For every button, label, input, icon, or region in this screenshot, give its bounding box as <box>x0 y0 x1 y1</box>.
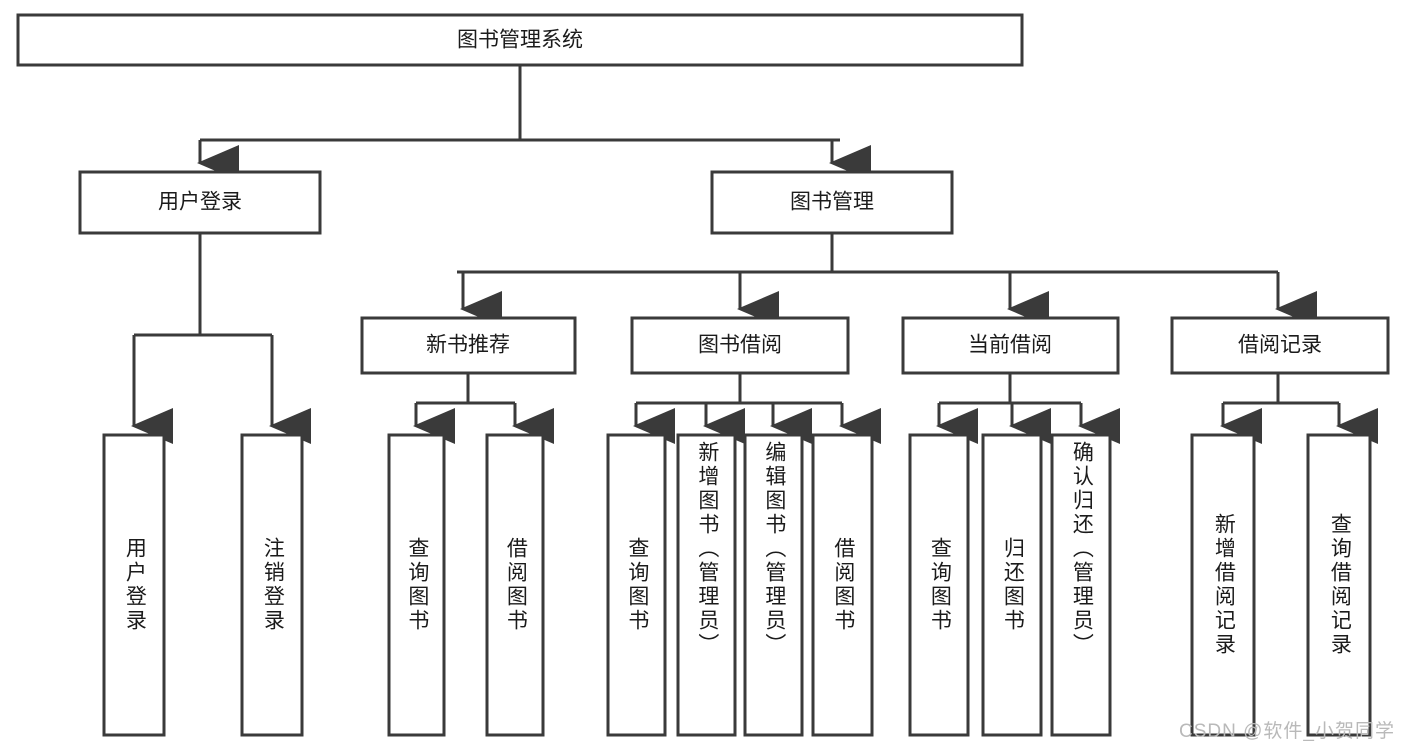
node-root-label: 图书管理系统 <box>457 29 583 52</box>
connector-book-mgmt-to-level3 <box>457 233 1317 327</box>
connector-borrow-record-to-leaves <box>1220 373 1378 444</box>
connector-book-borrow-to-leaves <box>633 373 881 444</box>
node-current-borrow-label: 当前借阅 <box>968 334 1052 357</box>
connector-new-book-to-leaves <box>413 373 554 444</box>
node-user-login-label: 用户登录 <box>158 191 242 214</box>
leaf-box-borrow-book[interactable] <box>811 433 874 737</box>
leaf-box-query-borrow-record[interactable] <box>1306 433 1372 737</box>
node-book-borrow[interactable]: 图书借阅 <box>630 316 850 375</box>
connector-root-to-level2 <box>197 65 871 181</box>
node-new-book-recommend-label: 新书推荐 <box>426 334 510 357</box>
node-borrow-record[interactable]: 借阅记录 <box>1170 316 1390 375</box>
node-book-management-label: 图书管理 <box>790 191 874 214</box>
connector-user-login-to-leaves <box>131 233 311 444</box>
leaf-box-user-login[interactable] <box>102 433 166 737</box>
leaf-box-edit-book-admin[interactable] <box>743 433 804 737</box>
node-new-book-recommend[interactable]: 新书推荐 <box>360 316 577 375</box>
node-book-management[interactable]: 图书管理 <box>710 170 954 235</box>
node-borrow-record-label: 借阅记录 <box>1238 334 1322 357</box>
leaf-box-return-book[interactable] <box>981 433 1043 737</box>
leaf-boxes <box>102 433 1372 737</box>
leaf-box-query-book-borrow[interactable] <box>606 433 667 737</box>
leaf-box-add-borrow-record[interactable] <box>1190 433 1256 737</box>
node-book-borrow-label: 图书借阅 <box>698 334 782 357</box>
leaf-box-logout[interactable] <box>240 433 304 737</box>
leaf-box-query-book-rec[interactable] <box>387 433 446 737</box>
leaf-box-query-book-current[interactable] <box>908 433 970 737</box>
connector-current-borrow-to-leaves <box>936 373 1120 444</box>
node-current-borrow[interactable]: 当前借阅 <box>901 316 1120 375</box>
leaf-box-confirm-return-admin[interactable] <box>1050 433 1112 737</box>
node-user-login[interactable]: 用户登录 <box>78 170 322 235</box>
leaf-box-add-book-admin[interactable] <box>676 433 737 737</box>
leaf-box-borrow-book-rec[interactable] <box>485 433 545 737</box>
node-root[interactable]: 图书管理系统 <box>16 13 1024 67</box>
